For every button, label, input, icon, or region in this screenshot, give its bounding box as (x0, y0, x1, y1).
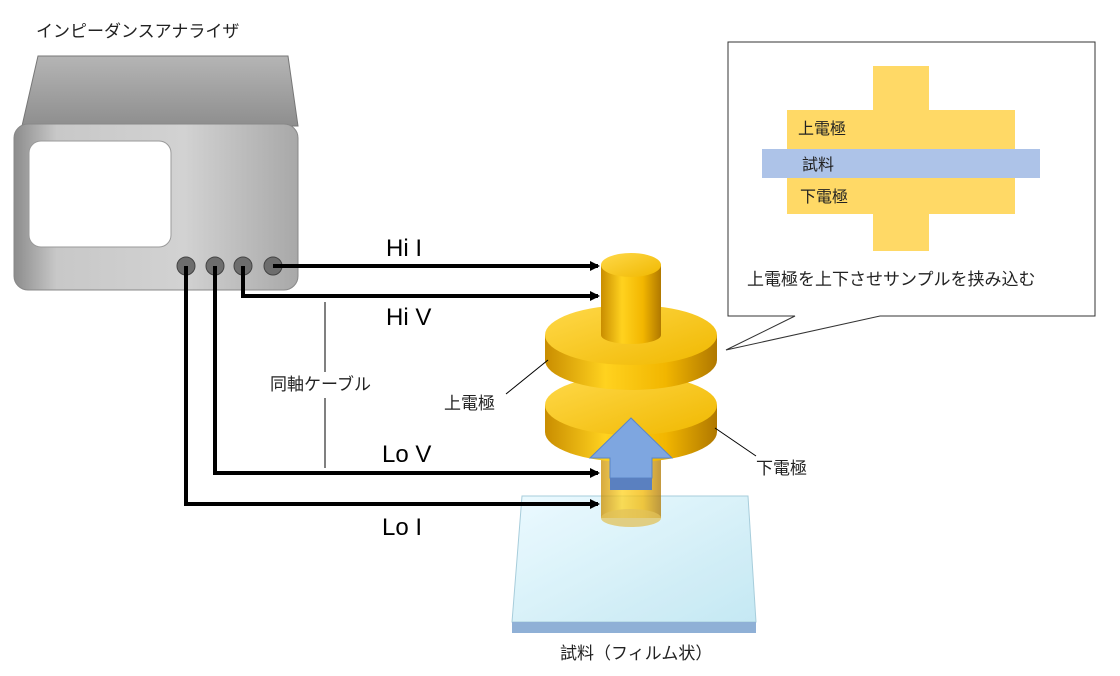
sample-film: 試料（フィルム状） (511, 495, 757, 664)
upper-electrode-leader (505, 359, 549, 395)
upper-electrode-label: 上電極 (444, 394, 495, 414)
callout-upper-label: 上電極 (798, 119, 846, 138)
callout-sample-label: 試料 (802, 155, 834, 174)
coax-cable-label: 同軸ケーブル (270, 374, 371, 395)
lower-electrode-leader (714, 427, 757, 457)
callout: 上電極 試料 下電極 上電極を上下させサンプルを挟み込む (725, 41, 1096, 351)
lo-v-label: Lo V (382, 441, 431, 468)
upper-post-top (601, 253, 661, 277)
lower-electrode (545, 375, 717, 527)
cables (184, 261, 600, 509)
cable-lo-v (213, 266, 600, 478)
cable-lo-i (184, 266, 600, 509)
analyzer-screen (28, 140, 172, 248)
hi-v-label: Hi V (386, 304, 431, 331)
impedance-analyzer: インピーダンスアナライザ (13, 22, 299, 291)
analyzer-top (21, 55, 299, 127)
lo-i-label: Lo I (382, 514, 422, 541)
lower-post-base (601, 509, 661, 527)
cable-hi-v (241, 266, 600, 301)
lower-disk-top (545, 375, 717, 435)
analyzer-ports (176, 256, 283, 276)
upper-post (601, 265, 661, 344)
hi-i-label: Hi I (386, 235, 422, 262)
lower-electrode-label: 下電極 (756, 459, 807, 479)
callout-lower-label: 下電極 (800, 187, 848, 206)
callout-caption: 上電極を上下させサンプルを挟み込む (747, 270, 1036, 290)
callout-sample (762, 149, 1040, 178)
analyzer-label: インピーダンスアナライザ (36, 22, 239, 42)
upper-electrode (545, 253, 717, 390)
callout-lower-electrode (787, 177, 1015, 214)
up-arrow-icon (588, 417, 674, 490)
callout-upper-electrode (787, 110, 1015, 150)
sample-label: 試料（フィルム状） (560, 644, 712, 664)
film-edge (512, 622, 756, 633)
